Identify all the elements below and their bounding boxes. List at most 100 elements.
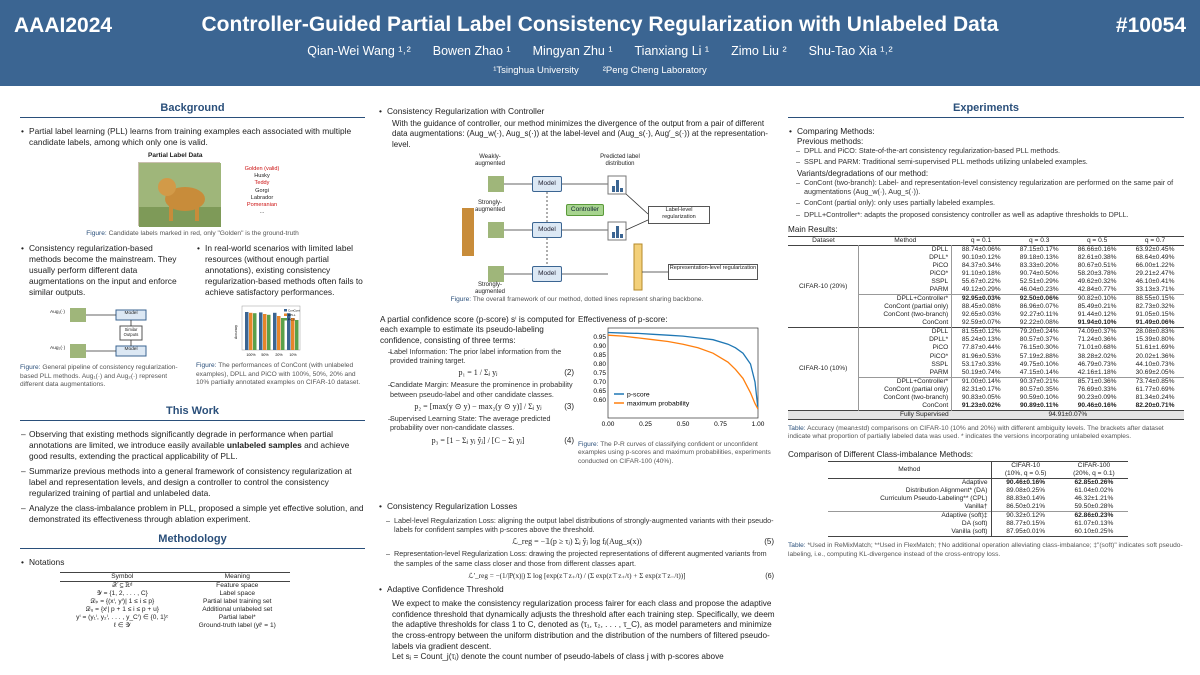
bullet: Adaptive Confidence Threshold bbox=[378, 584, 776, 595]
table-row: Adaptive (soft)‡90.32±0.12%62.86±0.23% bbox=[828, 511, 1128, 521]
value-cell: 81.34±0.24% bbox=[1135, 393, 1175, 401]
value-cell: 38.28±2.02% bbox=[1077, 352, 1117, 360]
strong-aug-label: Strongly-augmented bbox=[474, 282, 506, 295]
candidate-label: Husky bbox=[254, 173, 270, 180]
value-cell: 73.74±0.85% bbox=[1135, 377, 1175, 385]
method-desc: ConCont (partial only): only uses partia… bbox=[788, 198, 1184, 208]
value-cell: 49.62±0.32% bbox=[1077, 278, 1117, 286]
value-cell: 90.37±0.21% bbox=[1019, 377, 1059, 385]
pscore-term: Label Information: The prior label infor… bbox=[380, 347, 576, 366]
dog-photo bbox=[138, 161, 221, 227]
value-cell: 79.20±0.24% bbox=[1019, 328, 1059, 336]
method-cell: Distribution Alignment* (DA) bbox=[905, 486, 988, 494]
figure-caption: Figure: The performances of ConCont (wit… bbox=[196, 362, 361, 387]
value-cell: 46.79±0.73% bbox=[1077, 360, 1117, 368]
figure-caption: Figure: General pipeline of consistency … bbox=[20, 364, 178, 389]
pscore-block: A partial confidence score (p-score) sⁱ … bbox=[378, 315, 776, 495]
legend-swatch bbox=[284, 309, 287, 312]
legend-label: PiCO bbox=[288, 318, 296, 322]
y-tick-label: 0.70 bbox=[593, 379, 606, 386]
method-desc: ConCont (two-branch): Label- and represe… bbox=[788, 178, 1184, 197]
x-tick-label: 10% bbox=[289, 353, 297, 357]
bullet: Observing that existing methods signific… bbox=[20, 429, 365, 462]
table-row: DPLL*90.10±0.12%89.18±0.13%82.61±0.38%68… bbox=[788, 254, 1184, 263]
author: Bowen Zhao ¹ bbox=[432, 44, 511, 58]
value-cell: 90.59±0.10% bbox=[1019, 393, 1059, 401]
subheading: Previous methods: bbox=[797, 136, 864, 146]
value-cell: 86.96±0.07% bbox=[1019, 303, 1059, 311]
table-row: Vanilla†86.50±0.21%59.50±0.28% bbox=[828, 503, 1128, 512]
method-cell: DPLL+Controller* bbox=[858, 377, 953, 386]
value-cell: 33.13±3.71% bbox=[1135, 286, 1175, 294]
method-cell: Vanilla (soft) bbox=[951, 528, 988, 536]
notation-meaning: Feature space bbox=[216, 581, 259, 589]
bar bbox=[281, 318, 285, 351]
value-cell: 92.95±0.03% bbox=[961, 295, 1001, 303]
value-cell: 66.00±1.22% bbox=[1135, 262, 1175, 270]
method-cell: Adaptive (soft)‡ bbox=[941, 512, 988, 520]
value-cell: 90.74±0.50% bbox=[1019, 270, 1059, 278]
pipeline-svg bbox=[70, 308, 147, 359]
bar bbox=[249, 312, 253, 351]
model-label: Model bbox=[124, 311, 138, 317]
value-cell: 61.77±0.69% bbox=[1135, 385, 1175, 393]
value-cell: 47.15±0.14% bbox=[1019, 368, 1059, 376]
section-title-methodology: Methodology bbox=[20, 533, 365, 549]
series-line-p-score bbox=[607, 331, 759, 409]
value-cell: 91.44±0.12% bbox=[1077, 311, 1117, 319]
figure-caption: Figure: Candidate labels marked in red, … bbox=[86, 229, 299, 237]
legend-swatch bbox=[284, 313, 287, 317]
method-desc: DPLL and PiCO: State-of-the-art consiste… bbox=[788, 146, 1184, 156]
similar-outputs-label: Similar Outputs bbox=[123, 327, 139, 338]
candidate-label: Golden (valid) bbox=[244, 165, 280, 172]
method-cell: DPLL* bbox=[858, 254, 953, 263]
x-tick-label: 50% bbox=[261, 353, 269, 357]
legend-label: maximum probability bbox=[627, 400, 690, 407]
value-cell: 42.16±1.18% bbox=[1077, 368, 1117, 376]
model-box: Model bbox=[532, 266, 562, 283]
subheading: Variants/degradations of our method: bbox=[797, 168, 929, 178]
pscore-intro: A partial confidence score (p-score) sⁱ … bbox=[380, 314, 575, 345]
method-cell: ConCont (partial only) bbox=[858, 385, 953, 394]
value-cell: 82.73±0.32% bbox=[1135, 303, 1175, 311]
bar bbox=[277, 316, 281, 351]
model-box: Model bbox=[532, 176, 562, 193]
candidate-label-list: Golden (valid) Husky Teddy Gorgi Labrado… bbox=[238, 166, 286, 217]
author: Qian-Wei Wang ¹˒² bbox=[307, 44, 411, 58]
value-cell: 91.05±0.15% bbox=[1135, 311, 1175, 319]
value-cell: 76.69±0.33% bbox=[1077, 385, 1117, 393]
value-cell: 91.10±0.18% bbox=[961, 270, 1001, 278]
pscore-term: Supervised Learning State: The average p… bbox=[380, 414, 576, 433]
value-cell: 80.57±0.35% bbox=[1019, 385, 1059, 393]
value-cell: 90.32±0.12% bbox=[990, 511, 1060, 521]
equation: ℒ_reg = −𝟙(p ≥ τⱼ) Σⱼ ŷⱼ log fⱼ(Aug_s(x)… bbox=[512, 537, 774, 547]
table-row: DPLL+Controller*91.00±0.14%90.37±0.21%85… bbox=[788, 377, 1184, 386]
label-reg-box: Label-level regularization bbox=[648, 206, 710, 225]
bullet: Analyze the class-imbalance problem in P… bbox=[20, 503, 365, 525]
value-cell: 91.00±0.14% bbox=[961, 377, 1001, 385]
pred-dist-label: Predicted label distribution bbox=[600, 154, 640, 167]
act-text: Let sⱼ = Count_j(τⱼ) denote the count nu… bbox=[392, 652, 724, 662]
figure-title: Partial Label Data bbox=[148, 151, 203, 159]
value-cell: 89.18±0.13% bbox=[1019, 254, 1059, 262]
value-cell: 87.95±0.01% bbox=[990, 528, 1060, 537]
method-cell: PiCO bbox=[858, 344, 953, 353]
table-row: ConCont (partial only)88.45±0.08%86.96±0… bbox=[788, 303, 1184, 312]
y-axis-label: Accuracy bbox=[234, 325, 238, 339]
candidate-label: Pomeranian bbox=[246, 202, 278, 209]
value-cell: 86.50±0.21% bbox=[990, 503, 1060, 512]
value-cell: 94.91±0.07% bbox=[1048, 410, 1088, 418]
value-cell: 71.24±0.36% bbox=[1077, 336, 1117, 344]
affiliation: ²Peng Cheng Laboratory bbox=[602, 65, 707, 76]
aug1-label: Aug₁(·) bbox=[50, 310, 65, 316]
value-cell: 68.64±0.49% bbox=[1135, 254, 1175, 262]
value-cell: 58.20±3.78% bbox=[1077, 270, 1117, 278]
method-cell: Vanilla† bbox=[964, 503, 988, 511]
